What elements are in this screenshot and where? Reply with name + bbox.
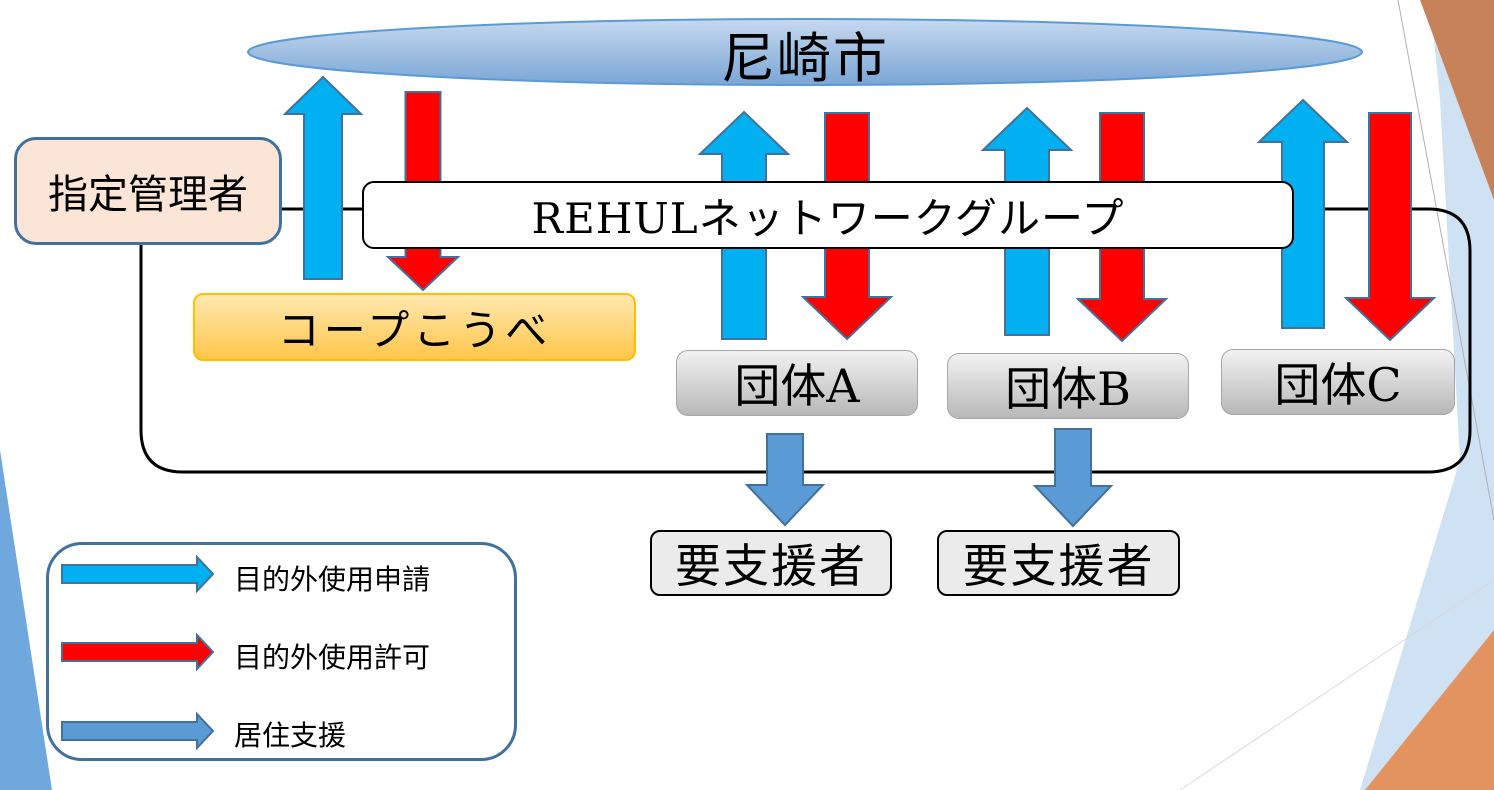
beneficiary-a-box: 要支援者 [650,530,892,596]
decor-orange-top-right [1420,0,1494,200]
arrows [282,75,1437,528]
legend-label-application: 目的外使用申請 [234,563,431,596]
organization-c-box: 団体C [1221,349,1455,415]
application-arrow-org-c [1256,98,1350,329]
decor-mid-blue-left [0,450,52,790]
decor-line [1397,0,1494,521]
organization-b-box: 団体B [947,353,1189,419]
permission-arrow-org-c [1343,112,1437,342]
legend-label-permission: 目的外使用許可 [234,641,431,674]
support-arrow-org-b [1032,428,1114,528]
city-label: 尼崎市 [721,26,889,90]
city-ellipse [247,18,1363,86]
beneficiary-b-box: 要支援者 [937,530,1180,596]
decor-line [1179,579,1494,790]
group-container [139,207,1472,474]
application-arrow-manager [282,75,364,280]
decor-orange-bottom-right [1365,630,1494,790]
network-group-box: REHULネットワークグループ [362,181,1294,249]
coop-kobe-box: コープこうべ [193,293,636,361]
organization-a-box: 団体A [676,350,918,416]
decor-light-blue-right [1360,0,1494,790]
designated-manager-box: 指定管理者 [14,137,282,245]
support-arrow-org-a [744,433,826,527]
legend-label-support: 居住支援 [234,719,347,752]
